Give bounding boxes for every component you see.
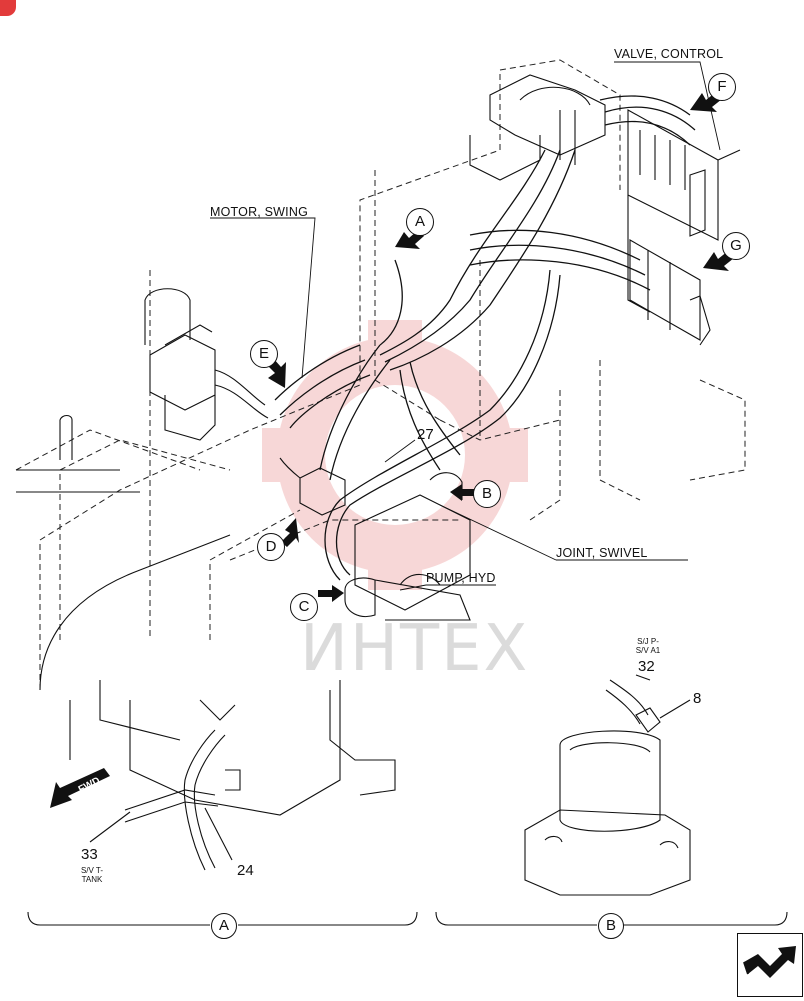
section-b-marker: B xyxy=(598,913,624,939)
note-sj-line2: S/V A1 xyxy=(635,646,661,655)
callout-e[interactable]: E xyxy=(250,340,278,368)
label-pump-hyd: PUMP, HYD xyxy=(426,571,496,585)
part-number-8[interactable]: 8 xyxy=(693,690,702,707)
corner-badge-icon xyxy=(0,0,16,16)
detail-b-drawing xyxy=(524,674,691,896)
detail-a-drawing xyxy=(69,680,396,871)
arrow-c-icon xyxy=(318,585,344,602)
navigation-arrow-icon xyxy=(743,946,796,978)
callout-f[interactable]: F xyxy=(708,73,736,101)
section-a-marker: A xyxy=(211,913,237,939)
swivel-valve-drawing xyxy=(279,457,346,516)
section-a-bracket xyxy=(27,911,418,926)
part-number-24[interactable]: 24 xyxy=(237,862,254,879)
next-page-button[interactable] xyxy=(737,933,803,997)
label-motor-swing: MOTOR, SWING xyxy=(210,205,308,219)
callout-g[interactable]: G xyxy=(722,232,750,260)
control-valve-drawing xyxy=(627,109,741,346)
note-sv-line1: S/V T- xyxy=(80,866,104,875)
fwd-arrow-icon xyxy=(50,768,110,808)
note-sj-line1: S/J P- xyxy=(637,637,659,646)
watermark-text: ИНТЕХ xyxy=(300,612,530,686)
part-number-32[interactable]: 32 xyxy=(638,658,655,675)
part-number-27[interactable]: 27 xyxy=(417,426,434,443)
solenoid-block-drawing xyxy=(144,288,269,441)
hydraulic-pump-drawing xyxy=(344,472,471,621)
label-joint-swivel: JOINT, SWIVEL xyxy=(556,546,648,560)
arrow-b-icon xyxy=(450,484,475,501)
part-number-33[interactable]: 33 xyxy=(81,846,98,863)
callout-a[interactable]: A xyxy=(406,208,434,236)
swing-motor-drawing xyxy=(469,74,606,181)
callout-c[interactable]: C xyxy=(290,593,318,621)
note-sv-t-tank: S/V T- TANK xyxy=(70,866,114,884)
note-sv-line2: TANK xyxy=(81,875,103,884)
label-valve-control: VALVE, CONTROL xyxy=(614,47,724,61)
section-b-bracket xyxy=(435,911,788,926)
callout-d[interactable]: D xyxy=(257,533,285,561)
callout-b[interactable]: B xyxy=(473,480,501,508)
arrow-d-icon xyxy=(281,518,299,547)
note-sj-p-sv-a1: S/J P- S/V A1 xyxy=(628,637,668,655)
